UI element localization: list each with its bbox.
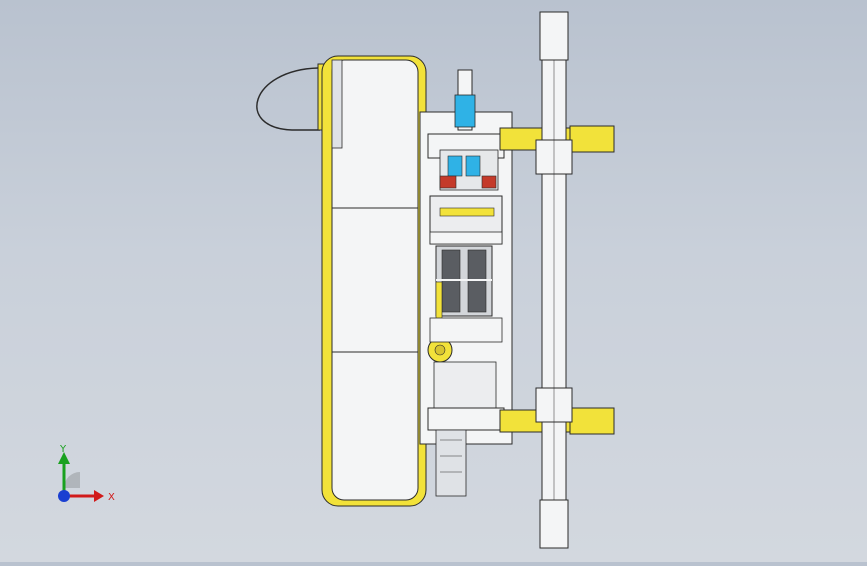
- axis-y-label: Y: [59, 444, 67, 455]
- axis-x-label: X: [108, 492, 115, 503]
- axis-z-origin: [58, 490, 70, 502]
- axis-z-arc: [64, 472, 80, 488]
- guard-cover-inner: [331, 59, 419, 501]
- lower-carriage: [427, 407, 505, 431]
- axis-triad: Y X: [44, 440, 124, 510]
- handle-loop: [256, 67, 320, 131]
